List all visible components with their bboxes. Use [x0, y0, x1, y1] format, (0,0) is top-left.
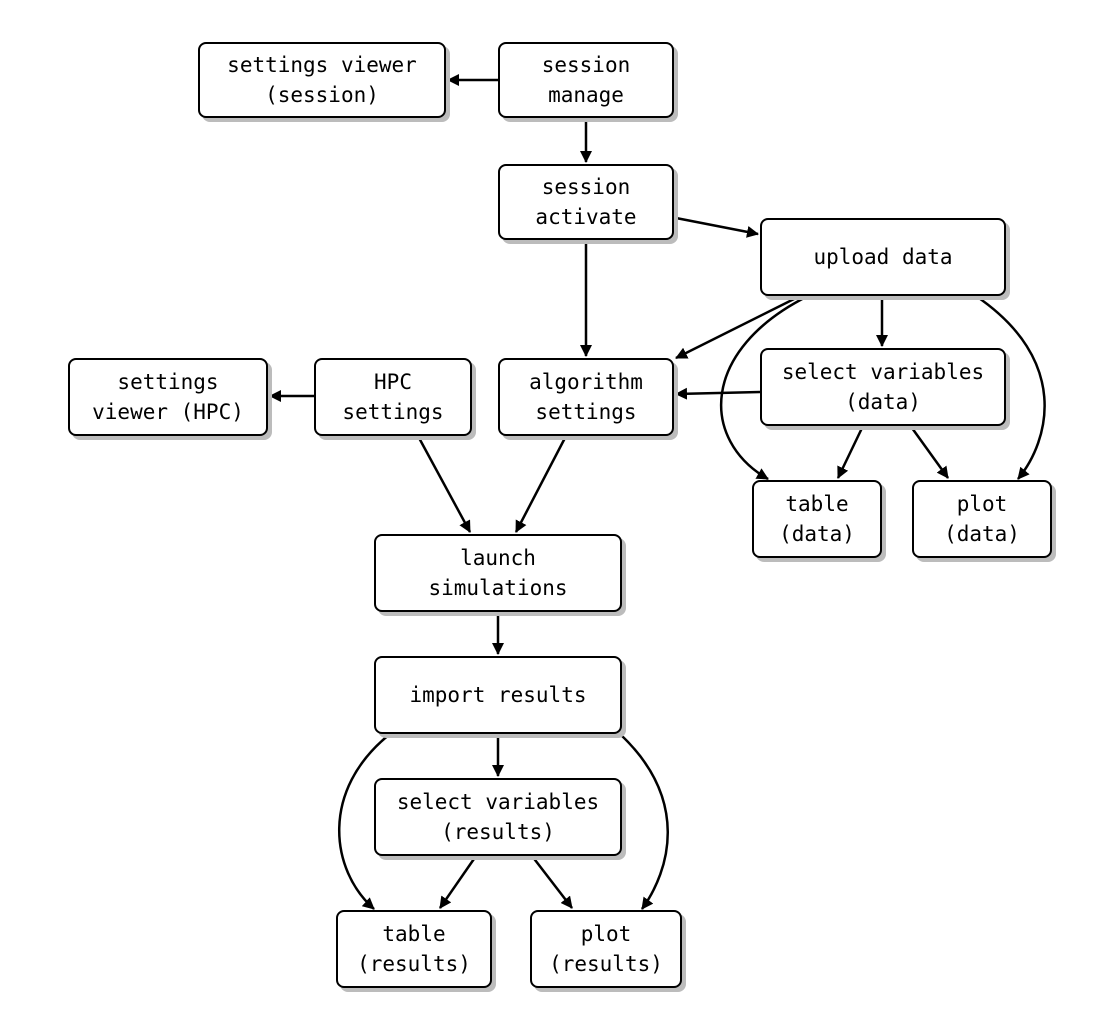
edge-upload-data-to-algorithm-settings [675, 294, 801, 360]
node-label-line: launch [460, 546, 536, 570]
node-label-line: plot [580, 922, 632, 946]
node-label-line: table [382, 922, 446, 946]
node-label-line: table [785, 492, 849, 516]
node-session-manage: session manage [498, 42, 674, 118]
edge-select-variables-data-to-algorithm-settings [675, 387, 761, 400]
edge-import-results-to-table-results [338, 733, 391, 910]
edge-import-results-to-plot-results [619, 733, 669, 910]
node-label-line: select variables [396, 790, 600, 814]
node-label-line: manage [548, 83, 624, 107]
node-table-data: table (data) [752, 480, 882, 558]
node-label-line: activate [535, 205, 637, 229]
edge-select-variables-data-to-plot-data [910, 427, 950, 479]
node-upload-data: upload data [760, 218, 1006, 296]
node-label-line: select variables [781, 360, 985, 384]
edge-select-variables-results-to-table-results [438, 855, 478, 909]
edge-session-activate-to-upload-data [675, 216, 759, 238]
node-label-line: (results) [357, 952, 471, 976]
node-label-line: (results) [549, 952, 663, 976]
node-label-line: plot [956, 492, 1008, 516]
node-label-line: settings viewer [227, 53, 417, 77]
node-label-line: settings [117, 370, 219, 394]
node-label-line: simulations [428, 576, 568, 600]
node-table-results: table (results) [336, 910, 492, 988]
node-label-line: (data) [845, 390, 921, 414]
node-plot-data: plot (data) [912, 480, 1052, 558]
node-settings-viewer-session: settings viewer (session) [198, 42, 446, 118]
node-select-variables-data: select variables (data) [760, 348, 1006, 426]
node-settings-viewer-hpc: settings viewer (HPC) [68, 358, 268, 436]
node-algorithm-settings: algorithm settings [498, 358, 674, 436]
node-import-results: import results [374, 656, 622, 734]
node-label-line: (data) [944, 522, 1020, 546]
node-label-line: import results [409, 683, 587, 707]
node-label-line: upload data [813, 245, 953, 269]
node-label-line: settings [535, 400, 637, 424]
node-plot-results: plot (results) [530, 910, 682, 988]
node-session-activate: session activate [498, 164, 674, 240]
node-label-line: algorithm [529, 370, 643, 394]
node-label-line: (session) [265, 83, 379, 107]
node-launch-simulations: launch simulations [374, 534, 622, 612]
node-label-line: (data) [779, 522, 855, 546]
node-label-line: session [541, 175, 631, 199]
node-hpc-settings: HPC settings [314, 358, 472, 436]
edge-select-variables-data-to-table-data [836, 427, 864, 479]
node-label-line: session [541, 53, 631, 77]
node-label-line: viewer (HPC) [92, 400, 244, 424]
edge-upload-data-to-plot-data [975, 294, 1046, 480]
edge-hpc-settings-to-launch-simulations [416, 435, 472, 533]
edge-select-variables-results-to-plot-results [531, 855, 573, 909]
node-label-line: settings [342, 400, 444, 424]
edge-algorithm-settings-to-launch-simulations [514, 435, 568, 533]
node-label-line: (results) [441, 820, 555, 844]
node-select-variables-results: select variables (results) [374, 778, 622, 856]
node-label-line: HPC [374, 370, 412, 394]
